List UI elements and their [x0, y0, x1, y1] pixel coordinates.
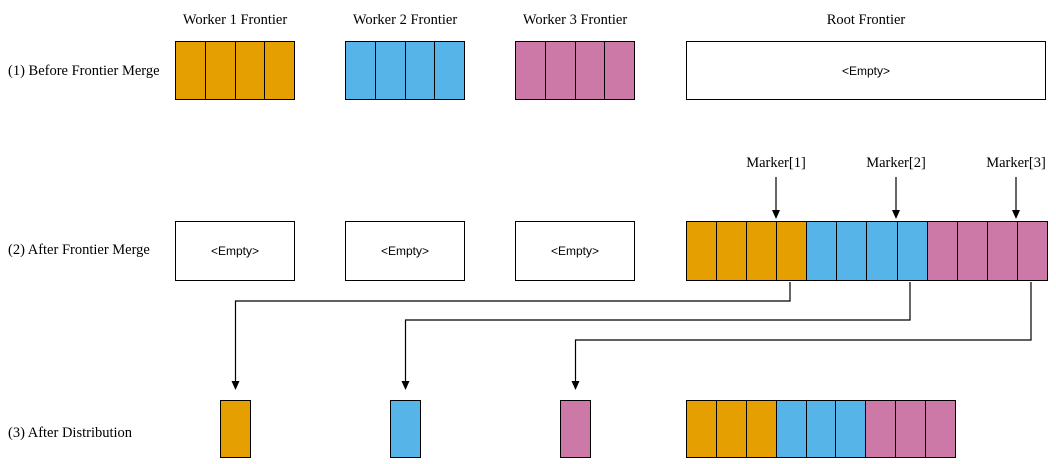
marker-3-label: Marker[3] — [986, 155, 1046, 171]
blue-cell — [837, 222, 868, 280]
orange-cell — [265, 42, 294, 99]
root-frontier-title: Root Frontier — [826, 12, 906, 28]
orange-cell — [777, 222, 808, 280]
worker3-empty-value: <Empty> — [550, 244, 600, 258]
worker1-frontier-title: Worker 1 Frontier — [182, 12, 288, 28]
blue-cell — [776, 401, 807, 457]
marker-1-label: Marker[1] — [746, 155, 806, 171]
worker3-distributed-cell — [560, 400, 591, 458]
marker-2-label: Marker[2] — [866, 155, 926, 171]
root-frontier-merged-bar — [686, 221, 1048, 281]
blue-cell — [391, 401, 420, 457]
worker1-distributed-cell — [220, 400, 251, 458]
pink-cell — [561, 401, 590, 457]
worker2-frontier-bar-before — [345, 41, 465, 100]
pink-cell — [545, 42, 576, 99]
orange-cell — [687, 401, 717, 457]
worker1-frontier-bar-before — [175, 41, 295, 100]
worker2-frontier-title: Worker 2 Frontier — [352, 12, 458, 28]
stage3-label: (3) After Distribution — [8, 425, 133, 441]
pink-cell — [926, 401, 956, 457]
blue-cell — [806, 401, 837, 457]
orange-cell — [687, 222, 718, 280]
blue-cell — [836, 401, 867, 457]
orange-cell — [717, 222, 748, 280]
blue-cell — [435, 42, 464, 99]
worker2-empty-value: <Empty> — [380, 244, 430, 258]
worker3-frontier-title: Worker 3 Frontier — [522, 12, 628, 28]
pink-cell — [575, 42, 606, 99]
stage1-label: (1) Before Frontier Merge — [8, 63, 160, 79]
root-frontier-empty-value: <Empty> — [841, 63, 891, 78]
stage2-label: (2) After Frontier Merge — [8, 242, 150, 258]
worker1-empty-value: <Empty> — [210, 244, 260, 258]
orange-cell — [747, 222, 778, 280]
pink-cell — [957, 222, 988, 280]
worker3-frontier-bar-before — [515, 41, 635, 100]
orange-cell — [205, 42, 236, 99]
orange-cell — [176, 42, 206, 99]
pink-cell — [1017, 222, 1047, 280]
blue-cell — [867, 222, 898, 280]
worker2-distributed-cell — [390, 400, 421, 458]
pink-cell — [927, 222, 958, 280]
distribute-worker1-connector — [231, 282, 791, 390]
pink-cell — [516, 42, 546, 99]
orange-cell — [235, 42, 266, 99]
worker3-frontier-empty-box: <Empty> — [515, 221, 635, 281]
worker2-frontier-empty-box: <Empty> — [345, 221, 465, 281]
pink-cell — [866, 401, 897, 457]
root-frontier-remaining-bar — [686, 400, 956, 458]
orange-cell — [716, 401, 747, 457]
distribute-worker3-connector — [571, 282, 1032, 390]
distribute-worker2-connector — [401, 282, 911, 390]
blue-cell — [807, 222, 838, 280]
blue-cell — [375, 42, 406, 99]
worker1-frontier-empty-box: <Empty> — [175, 221, 295, 281]
pink-cell — [896, 401, 927, 457]
pink-cell — [987, 222, 1018, 280]
blue-cell — [405, 42, 436, 99]
blue-cell — [897, 222, 928, 280]
orange-cell — [221, 401, 250, 457]
root-frontier-empty-box: <Empty> — [686, 41, 1046, 100]
pink-cell — [605, 42, 634, 99]
orange-cell — [746, 401, 777, 457]
blue-cell — [346, 42, 376, 99]
